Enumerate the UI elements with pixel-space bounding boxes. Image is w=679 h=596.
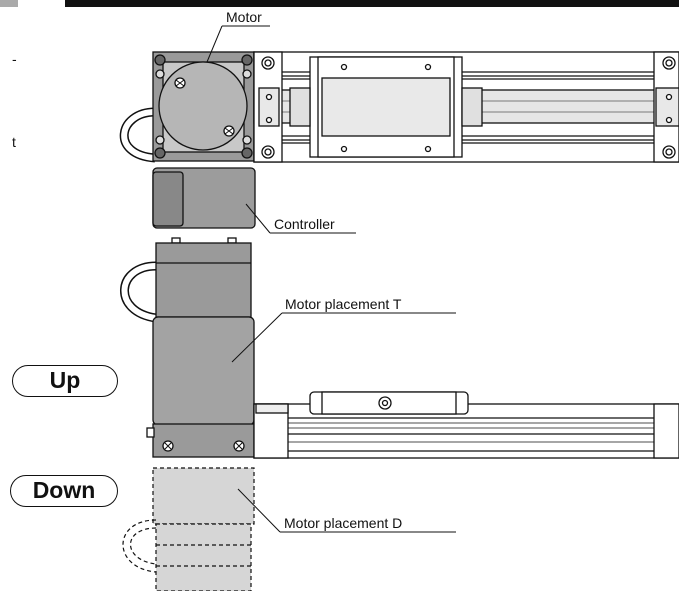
down-motor: [152, 467, 255, 525]
side-motor: [152, 316, 255, 426]
placement-d-assembly: [122, 467, 255, 592]
side-view-assembly: [120, 237, 679, 459]
top-view-assembly: [119, 51, 679, 229]
controller-callout: Controller: [245, 203, 356, 234]
side-controller: [155, 242, 252, 318]
placement-t-callout: Motor placement T: [231, 296, 456, 363]
left-fragment-t: t: [12, 134, 16, 150]
down-button[interactable]: Down: [10, 475, 118, 507]
down-controller: [155, 523, 252, 592]
motor-label: Motor: [226, 9, 262, 25]
motor-body: [158, 61, 248, 151]
controller-label: Controller: [274, 216, 335, 232]
header-fragment: [0, 0, 18, 7]
placement-t-label: Motor placement T: [285, 296, 402, 312]
placement-d-label: Motor placement D: [284, 515, 402, 531]
header-bar: [65, 0, 679, 7]
up-button[interactable]: Up: [12, 365, 118, 397]
placement-d-callout: Motor placement D: [237, 488, 456, 533]
left-fragment-dash: -: [12, 51, 17, 67]
motor-callout: Motor: [206, 9, 270, 63]
